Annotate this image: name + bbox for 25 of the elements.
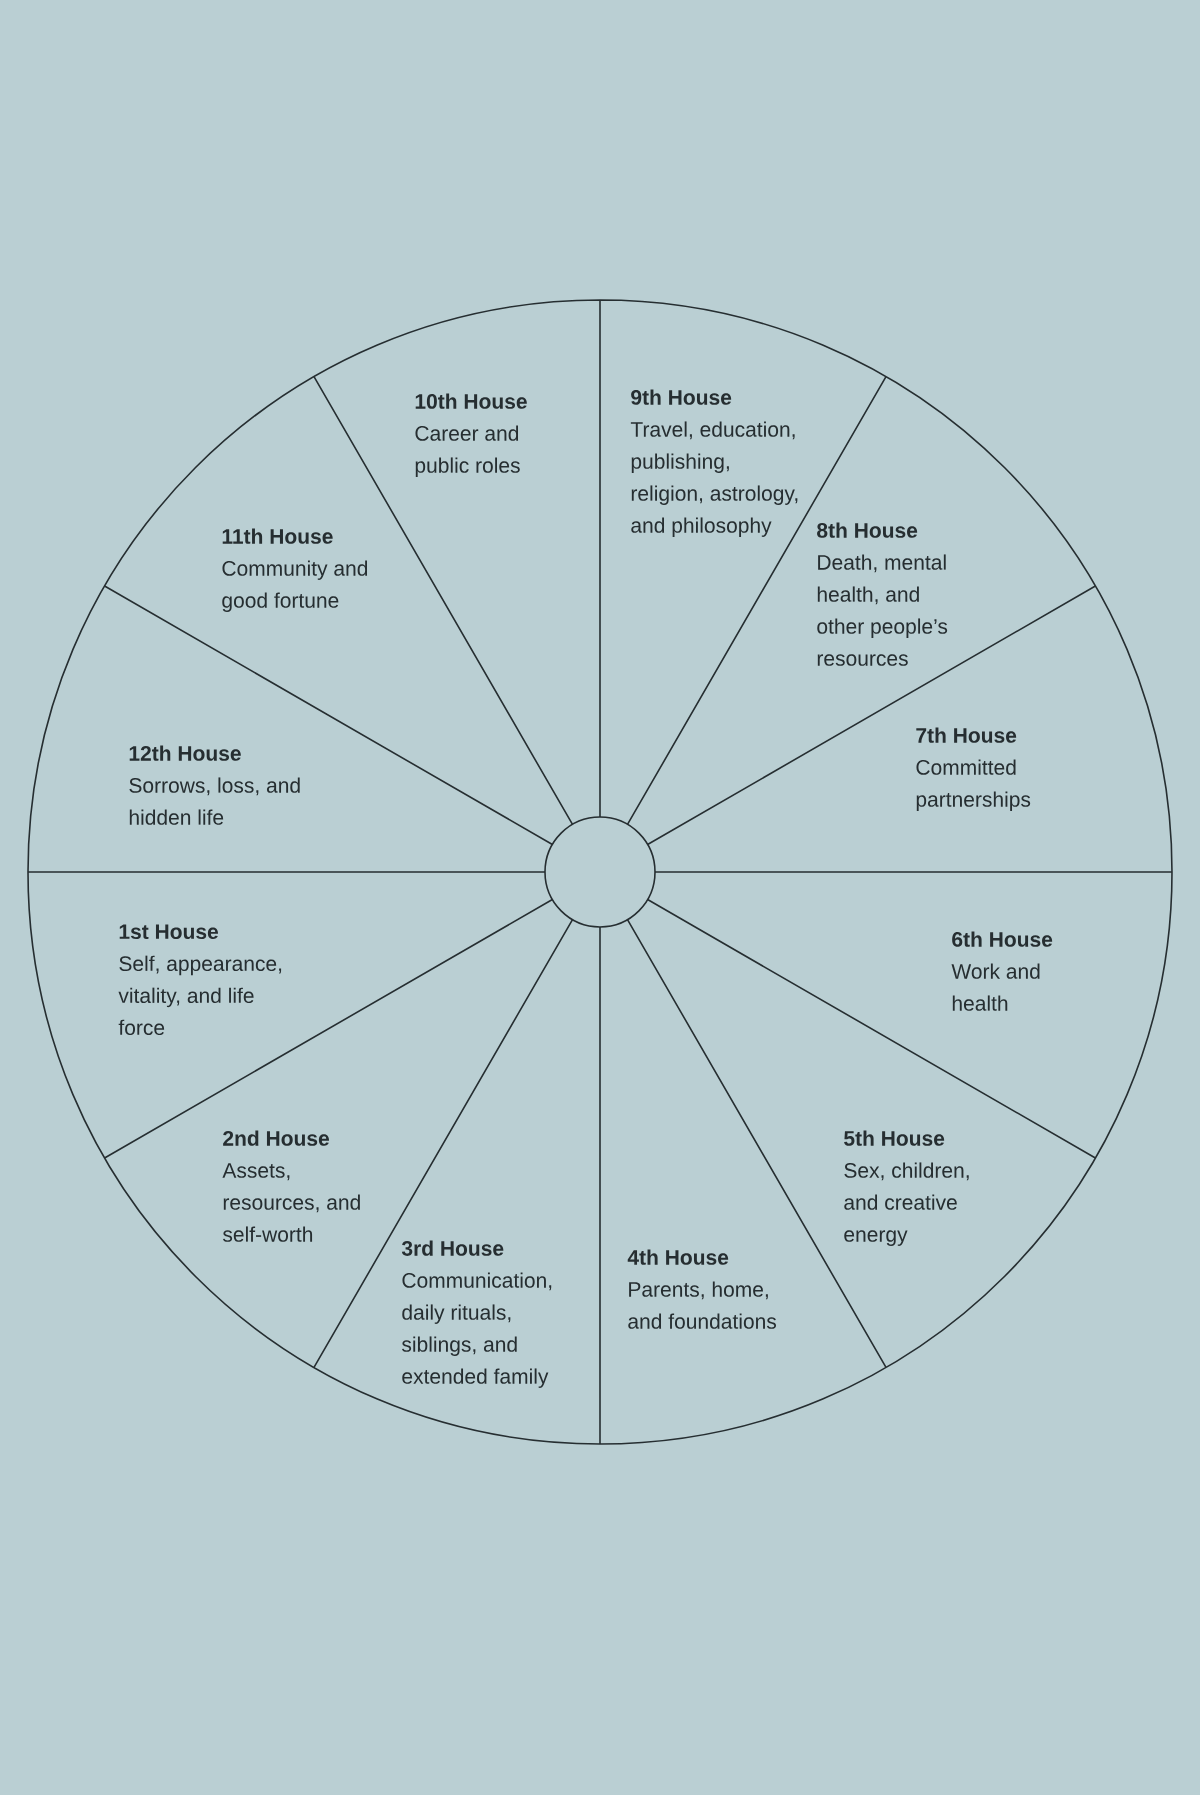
house-description: Sex, children, and creative energy (844, 1162, 969, 1246)
house-description: Self, appearance, vitality, and life force (118, 955, 282, 1036)
house-description: Sorrows, loss, and hidden life (129, 777, 300, 825)
house-heading: 12th House (129, 745, 241, 761)
house-description: Parents, home, and foundations (628, 1281, 777, 1329)
house-heading: 3rd House (401, 1240, 504, 1256)
house-heading: 7th House (916, 727, 1017, 743)
house-heading: 6th House (952, 931, 1053, 947)
house-description: Work and health (951, 963, 1040, 1011)
house-description: Death, mental health, and other people’s resources (817, 554, 948, 666)
house-description: Community and good fortune (222, 560, 368, 612)
center-circle (544, 816, 656, 928)
house-description: Communication, daily rituals, siblings, and extended family (402, 1272, 552, 1388)
house-description: Career and public roles (415, 425, 520, 477)
house-heading: 2nd House (223, 1130, 329, 1146)
house-description: Committed partnerships (916, 759, 1031, 811)
house-heading: 11th House (222, 528, 333, 544)
house-heading: 1st House (119, 924, 218, 940)
house-heading: 5th House (844, 1130, 945, 1146)
house-heading: 10th House (415, 393, 527, 409)
house-heading: 9th House (631, 389, 732, 405)
house-description: Travel, education, publishing, religion, astrology, and philosophy (630, 421, 798, 537)
house-description: Assets, resources, and self-worth (222, 1163, 360, 1242)
house-heading: 8th House (817, 522, 918, 538)
house-heading: 4th House (627, 1249, 729, 1265)
